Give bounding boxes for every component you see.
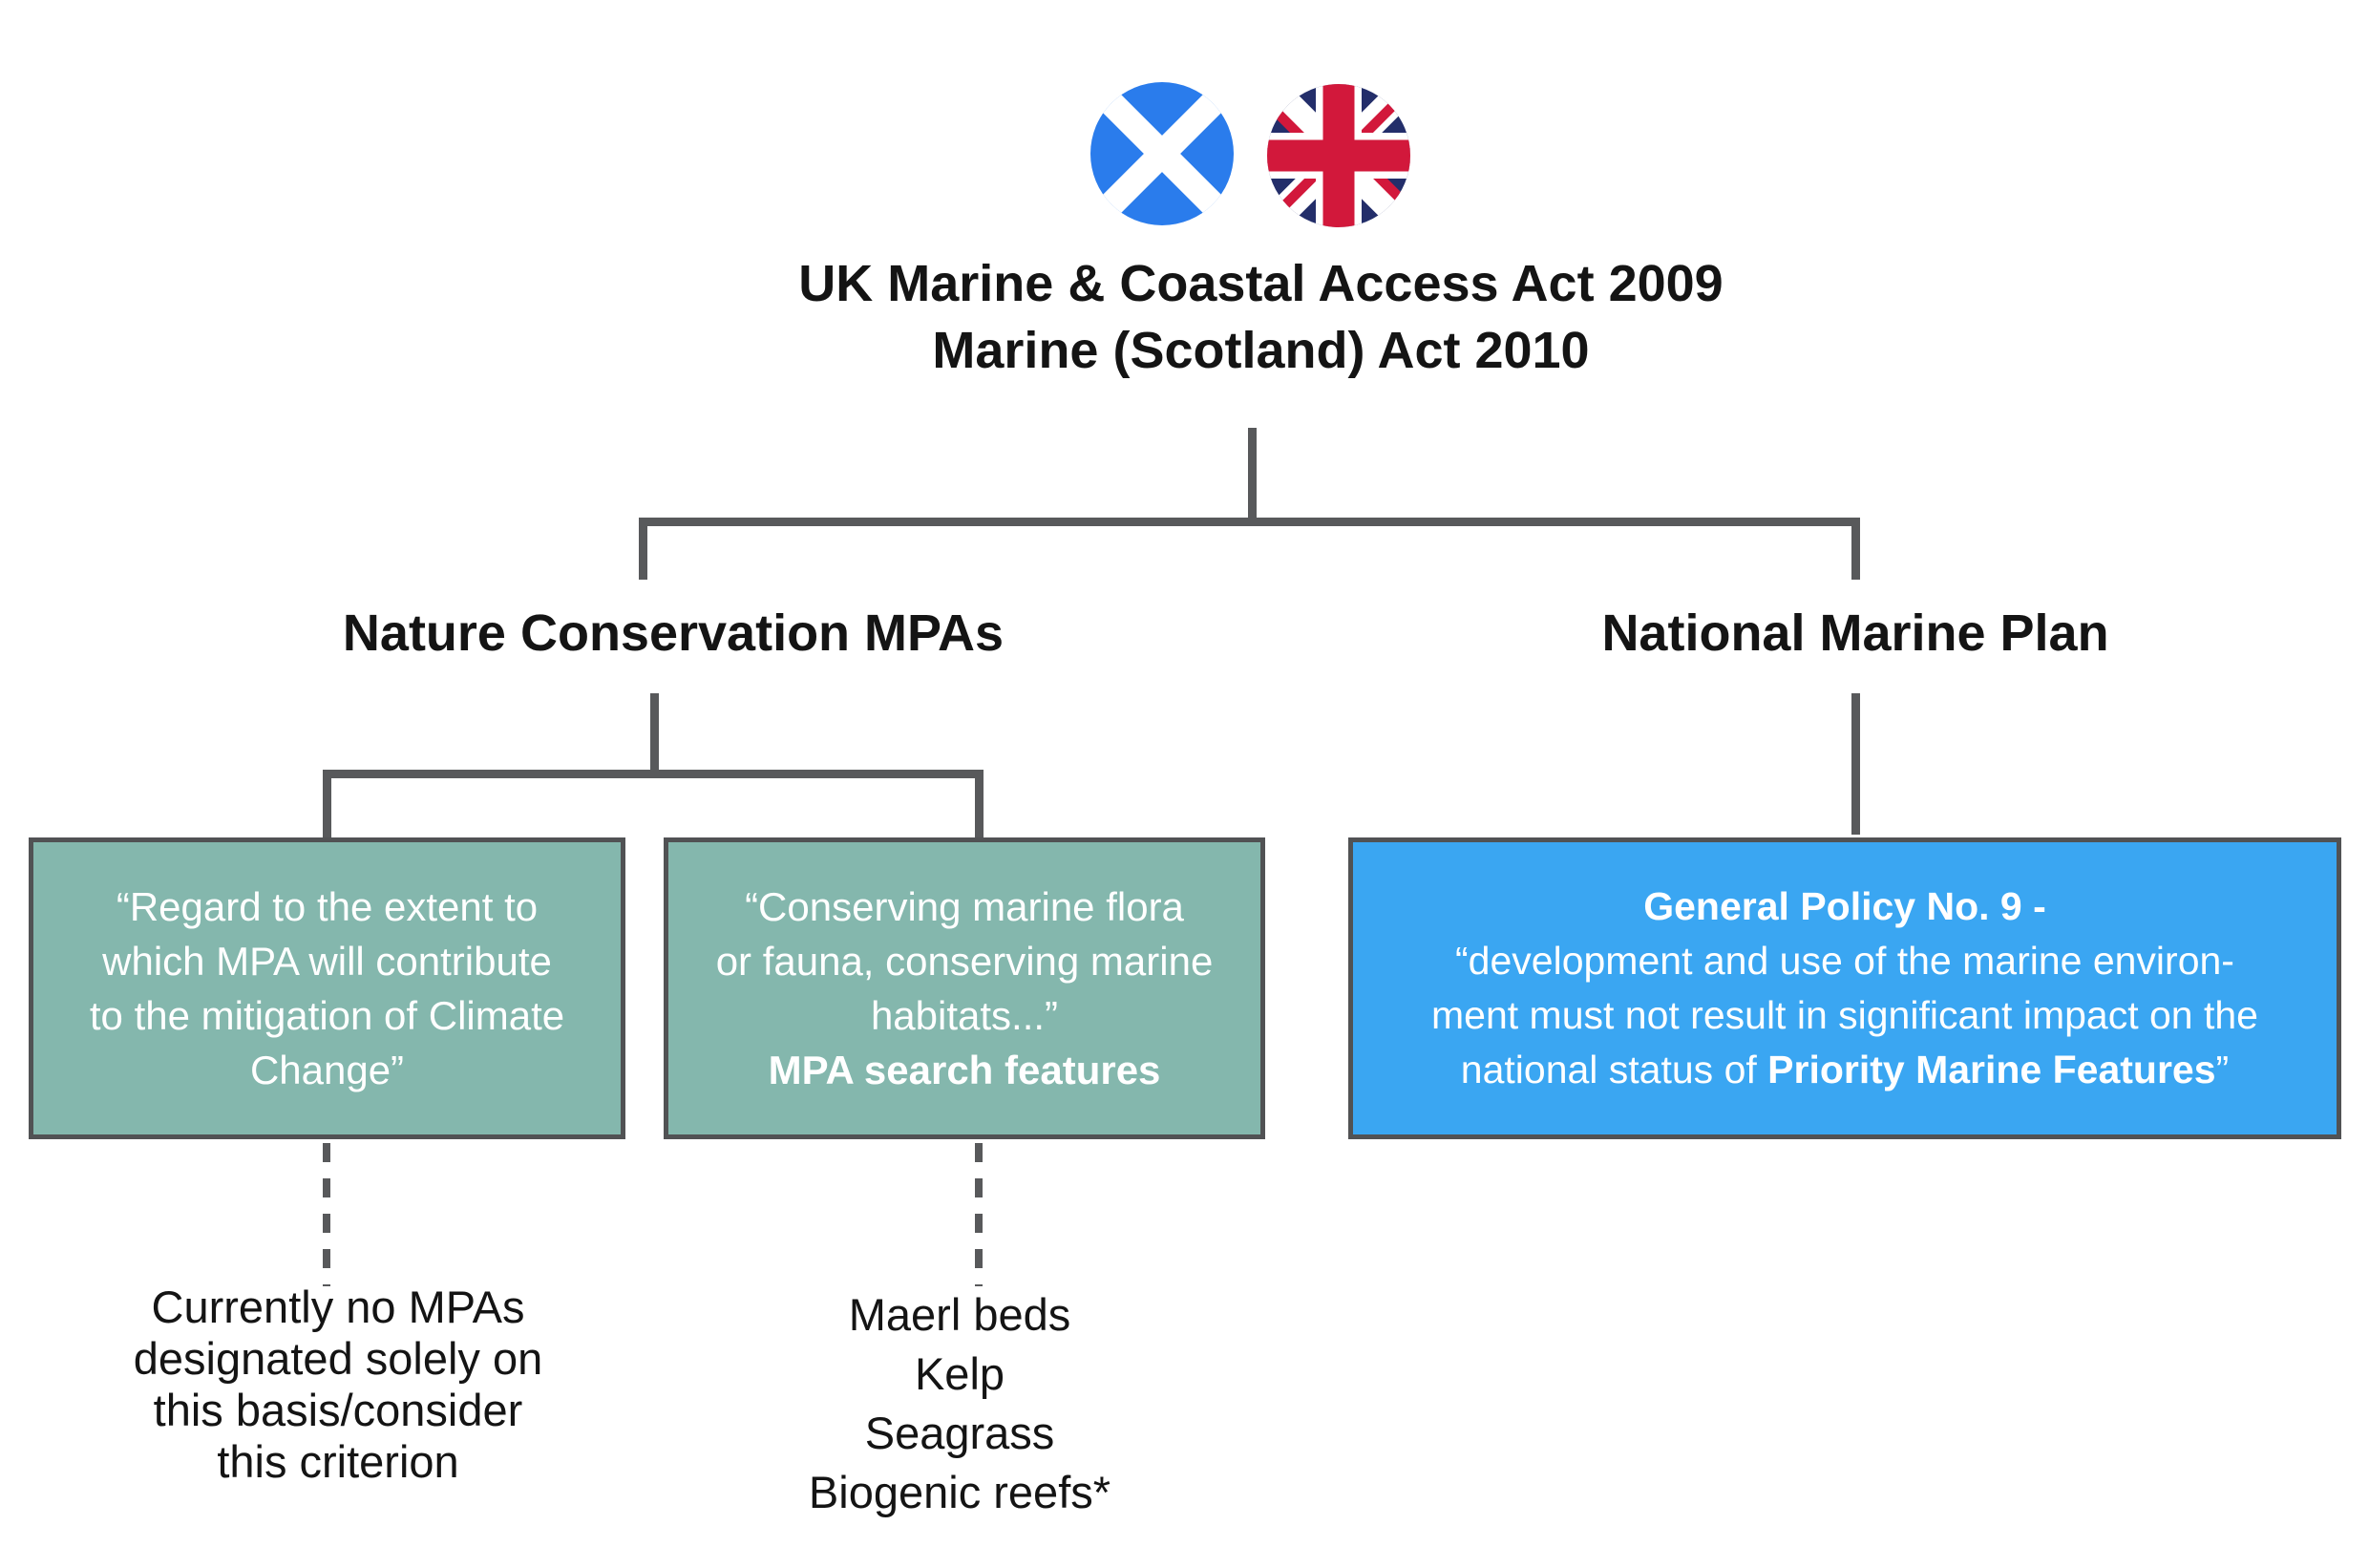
box-mpa-search-features: “Conserving marine flora or fauna, conse…	[664, 837, 1265, 1139]
box-climate-change: “Regard to the extent to which MPA will …	[29, 837, 625, 1139]
box-text-line-bold: MPA search features	[768, 1048, 1161, 1092]
note-line: Currently no MPAs	[151, 1282, 525, 1332]
box-text-line: or fauna, conserving marine	[715, 939, 1214, 984]
list-item: Maerl beds	[848, 1289, 1071, 1340]
policy-line3-bold: Priority Marine Features	[1767, 1048, 2216, 1091]
note-no-mpas: Currently no MPAs designated solely on t…	[99, 1282, 577, 1488]
box-text-line: “development and use of the marine envir…	[1455, 939, 2234, 983]
box-text-line: national status of Priority Marine Featu…	[1353, 1043, 2337, 1097]
policy-line3-prefix: national status of	[1460, 1048, 1768, 1091]
box-text-line: “Conserving marine flora	[745, 884, 1184, 929]
connector-policy-box-drop	[1851, 693, 1860, 835]
note-line: this criterion	[217, 1436, 459, 1487]
title-line-2: Marine (Scotland) Act 2010	[932, 322, 1590, 379]
connector-left-branch-drop	[639, 518, 647, 580]
box-text-line: Change”	[249, 1048, 405, 1092]
branch-label-nature-conservation-mpas: Nature Conservation MPAs	[342, 604, 1005, 662]
box-title-line: General Policy No. 9 -	[1643, 884, 2046, 928]
scotland-flag-icon	[1090, 82, 1234, 225]
note-line: this basis/consider	[153, 1385, 523, 1435]
box-general-policy-9: General Policy No. 9 - “development and …	[1348, 837, 2341, 1139]
diagram-title: UK Marine & Coastal Access Act 2009 Mari…	[153, 250, 2369, 384]
box-text-line: ment must not result in significant impa…	[1431, 993, 2258, 1037]
connector-mpa-horizontal	[323, 770, 984, 778]
box-text-line: to the mitigation of Climate	[89, 993, 565, 1038]
policy-line3-suffix: ”	[2215, 1048, 2230, 1091]
note-line: designated solely on	[133, 1333, 543, 1384]
uk-flag-icon	[1267, 84, 1410, 227]
branch-label-national-marine-plan: National Marine Plan	[1601, 604, 2109, 662]
connector-conserving-box-drop	[975, 770, 984, 837]
list-item: Biogenic reefs*	[808, 1467, 1111, 1517]
list-item: Kelp	[914, 1348, 1005, 1399]
list-item: Seagrass	[864, 1408, 1055, 1458]
list-mpa-search-features: Maerl beds Kelp Seagrass Biogenic reefs*	[721, 1285, 1198, 1522]
connector-top-vertical	[1248, 428, 1257, 526]
title-line-1: UK Marine & Coastal Access Act 2009	[798, 255, 1724, 312]
dashed-connector-climate-note	[323, 1143, 330, 1286]
connector-mpa-vertical	[650, 693, 659, 778]
box-text-line: habitats...”	[870, 993, 1059, 1038]
dashed-connector-features-list	[975, 1143, 983, 1286]
connector-climate-box-drop	[323, 770, 331, 837]
box-text-line: which MPA will contribute	[102, 939, 552, 984]
box-text-line: “Regard to the extent to	[116, 884, 539, 929]
connector-right-branch-drop	[1851, 518, 1860, 580]
connector-top-horizontal	[639, 518, 1860, 526]
